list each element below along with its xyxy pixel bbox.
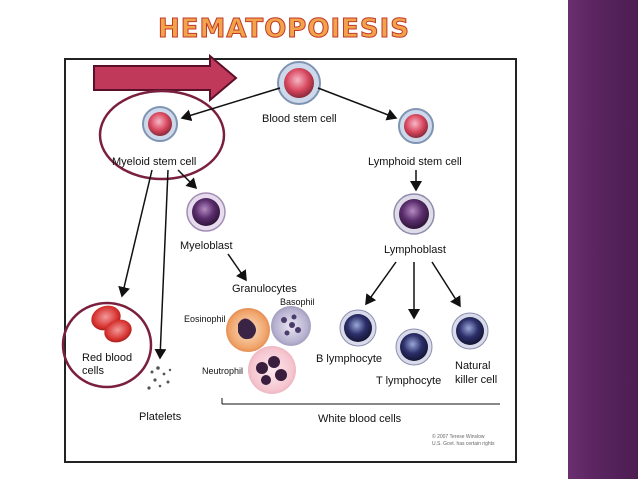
b-lymphocyte-cell [339, 309, 377, 347]
myeloid-stem-cell-label: Myeloid stem cell [112, 156, 196, 168]
copyright-line2: U.S. Govt. has certain rights [432, 441, 495, 447]
slide-title: HEMATOPOIESIS [157, 14, 411, 45]
blood-stem-cell-label: Blood stem cell [262, 113, 337, 125]
natural-killer-label-line2: killer cell [455, 374, 497, 386]
red-blood-cells [91, 305, 132, 343]
myeloblast-label: Myeloblast [180, 240, 233, 252]
myeloblast-cell [186, 192, 226, 232]
eosinophil-cell [226, 308, 270, 352]
platelets [147, 366, 172, 390]
copyright-line1: © 2007 Terese Winslow [432, 433, 485, 440]
red-blood-cells-label-line2: cells [82, 365, 105, 377]
arrow-stem-to-myeloid [180, 87, 281, 122]
myeloid-stem-cell [142, 106, 178, 142]
myeloid-highlight-circle [98, 89, 226, 181]
granulocytes-label: Granulocytes [232, 283, 297, 295]
neutrophil-cell [248, 346, 296, 394]
natural-killer-cell [451, 312, 489, 350]
lymphoblast-label: Lymphoblast [384, 244, 446, 256]
neutrophil-label: Neutrophil [202, 366, 243, 376]
lymphoblast-cell [393, 193, 435, 235]
basophil-cell [271, 306, 311, 346]
b-lymphocyte-label: B lymphocyte [316, 353, 382, 365]
eosinophil-label: Eosinophil [184, 314, 226, 324]
arrow-lymphoblast-to-b [365, 261, 397, 306]
lymphoid-stem-cell [398, 108, 434, 144]
arrow-myeloid-to-platelets [154, 169, 169, 360]
arrow-lymphoblast-to-nk [431, 261, 461, 308]
arrow-myeloblast-to-granulocytes [227, 253, 247, 282]
arrow-myeloid-to-myeloblast [177, 169, 198, 190]
t-lymphocyte-label: T lymphocyte [376, 375, 441, 387]
arrow-myeloid-to-rbc [118, 169, 153, 298]
diagram-frame [64, 58, 517, 463]
platelets-label: Platelets [139, 411, 182, 423]
natural-killer-label-line1: Natural [455, 360, 490, 372]
rbc-highlight-circle [61, 301, 153, 389]
lymphoid-stem-cell-label: Lymphoid stem cell [368, 156, 462, 168]
basophil-label: Basophil [280, 297, 315, 307]
arrow-stem-to-lymphoid [317, 87, 398, 121]
white-blood-cells-label: White blood cells [318, 413, 402, 425]
decorative-sidebar [568, 0, 638, 479]
t-lymphocyte-cell [395, 328, 433, 366]
pointer-arrow [93, 53, 238, 103]
blood-stem-cell [277, 61, 321, 105]
red-blood-cells-label-line1: Red blood [82, 352, 132, 364]
